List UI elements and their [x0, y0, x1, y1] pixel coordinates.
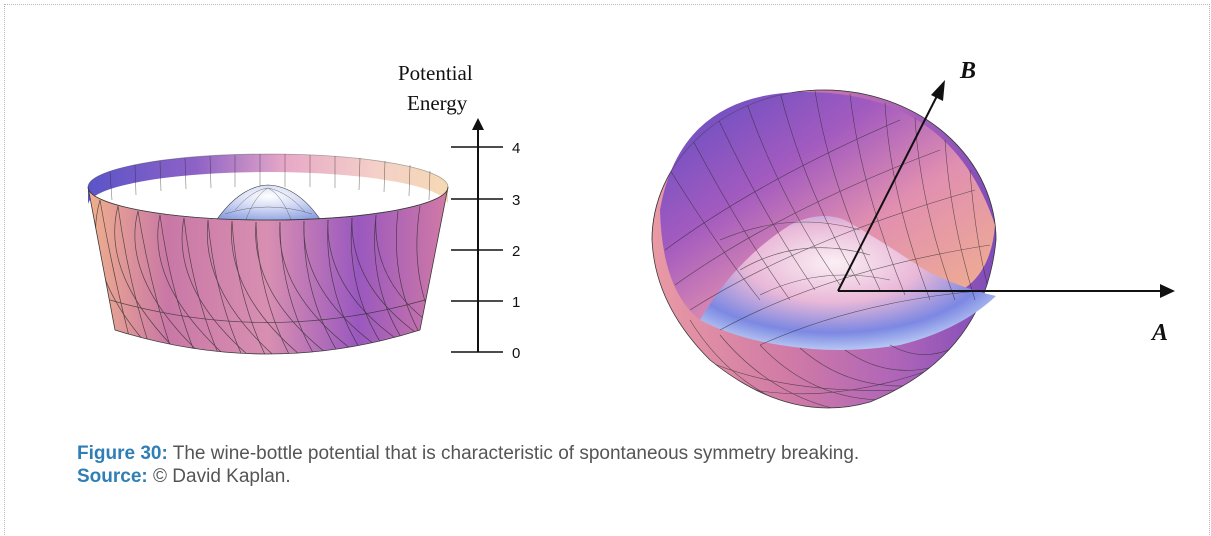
figure-frame [4, 4, 1210, 535]
figure-caption: Figure 30: The wine-bottle potential tha… [77, 442, 859, 488]
left-bowl [87, 153, 449, 355]
axis-b-arrowhead [931, 80, 945, 101]
left-bowl-rim [87, 153, 449, 221]
tick-label-3: 3 [512, 192, 520, 209]
axis-b-label: B [959, 58, 976, 84]
right-bowl-hump [700, 216, 996, 350]
caption-figure-line: Figure 30: The wine-bottle potential tha… [77, 442, 859, 465]
left-bowl-outer-wall [87, 186, 449, 355]
axis-a-arrowhead [1160, 284, 1175, 298]
caption-source-text: © David Kaplan. [147, 466, 291, 487]
caption-figure-text: The wine-bottle potential that is charac… [167, 443, 860, 464]
axis-a-label: A [1150, 320, 1168, 346]
caption-figure-label: Figure 30: [77, 443, 168, 464]
right-bowl-rim [651, 89, 997, 241]
axis-title-line2: Energy [407, 91, 468, 115]
left-bowl-hump [214, 184, 323, 223]
right-bowl [651, 89, 997, 409]
tick-label-0: 0 [512, 345, 520, 362]
axis-title-line1: Potential [398, 61, 473, 85]
wine-bottle-potential-figure: Potential Energy 4 3 2 1 0 [87, 58, 1175, 409]
energy-axis-arrowhead [472, 118, 484, 130]
energy-axis: Potential Energy 4 3 2 1 0 [398, 61, 520, 362]
ab-axes: A B [837, 58, 1175, 346]
caption-source-label: Source: [77, 466, 148, 487]
tick-label-4: 4 [512, 140, 520, 157]
tick-label-2: 2 [512, 243, 520, 260]
tick-label-1: 1 [512, 294, 520, 311]
caption-source-line: Source: © David Kaplan. [77, 465, 859, 488]
axis-b-line [837, 91, 940, 292]
left-bowl-inner-wall [88, 154, 448, 205]
